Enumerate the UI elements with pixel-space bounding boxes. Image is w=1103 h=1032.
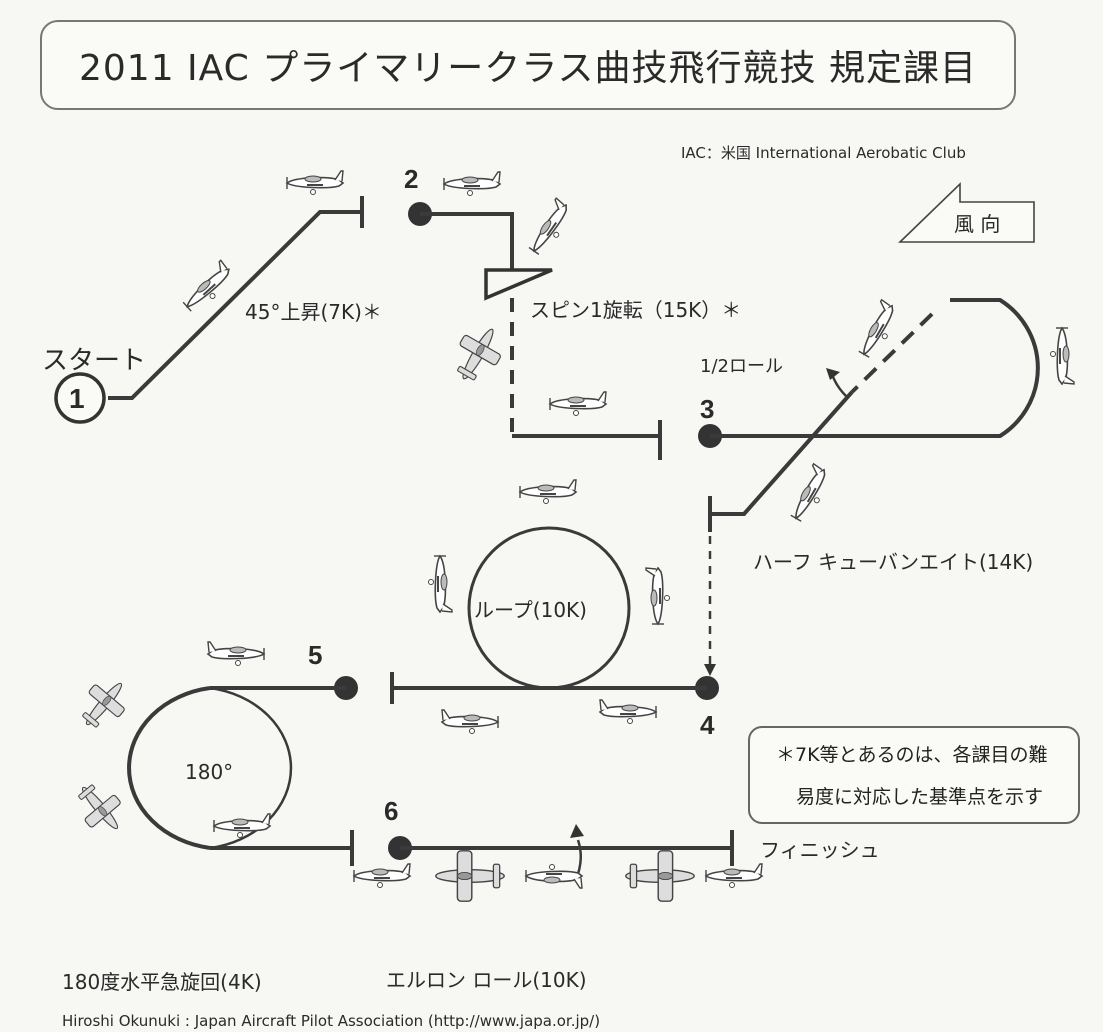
airplane-icon <box>523 197 577 259</box>
airplane-icon <box>67 774 133 842</box>
airplane-icon <box>645 567 671 625</box>
footnote-line-1: ＊7K等とあるのは、各課目の難 <box>776 744 1048 766</box>
wind-direction-icon <box>898 182 1035 243</box>
airplane-icon <box>178 259 238 317</box>
iac-note: IAC：米国 International Aerobatic Club <box>681 144 966 162</box>
airplane-icon <box>213 813 271 839</box>
airplane-icon <box>441 709 499 735</box>
spin-airplane-icon <box>444 318 512 390</box>
number-2: 2 <box>404 164 419 194</box>
airplane-inverted-icon <box>525 863 583 889</box>
spin-triangle <box>484 268 553 301</box>
climb-path <box>108 210 362 400</box>
turn-label: 180度水平急旋回(4K) <box>62 970 262 994</box>
number-5: 5 <box>308 640 323 670</box>
turn-angle-label: 180° <box>185 760 234 784</box>
aileron-roll-label: エルロン ロール(10K) <box>386 968 587 992</box>
turn-arc-path <box>127 686 211 850</box>
cuban-roll-path <box>850 312 934 394</box>
airplane-top-icon <box>435 850 505 902</box>
airplane-icon <box>427 555 453 613</box>
credit: Hiroshi Okunuki : Japan Aircraft Pilot A… <box>62 1012 601 1030</box>
footnote-line-2: 易度に対応した基準点を示す <box>796 786 1044 808</box>
half-roll-arrowhead <box>826 368 840 380</box>
spin-entry-path <box>420 212 514 270</box>
cuban-loop-path <box>710 298 1040 438</box>
half-cuban-label: ハーフ キューバンエイト(14K) <box>753 550 1034 574</box>
airplane-icon <box>599 699 657 725</box>
number-1: 1 <box>69 383 85 414</box>
wind-label: 風 向 <box>954 212 1001 236</box>
number-4: 4 <box>700 710 715 740</box>
spin-label: スピン1旋転（15K）＊ <box>530 298 742 322</box>
half-roll-label: 1/2ロール <box>700 356 783 377</box>
page-title: 2011 IAC プライマリークラス曲技飛行競技 規定課目 <box>79 48 977 89</box>
airplane-icon <box>549 391 607 417</box>
cuban-descent-path <box>710 390 854 516</box>
loop-label: ループ(10K) <box>474 598 587 622</box>
airplane-icon <box>1049 327 1075 385</box>
title-box: 2011 IAC プライマリークラス曲技飛行競技 規定課目 <box>40 20 1016 110</box>
finish-label: フィニッシュ <box>760 838 880 862</box>
roll-arrowhead <box>570 824 584 838</box>
climb-label: 45°上昇(7K)＊ <box>245 300 382 324</box>
start-circle <box>54 372 106 424</box>
airplane-icon <box>353 863 411 889</box>
airplane-icon <box>784 462 835 525</box>
airplane-top-icon <box>625 850 695 902</box>
number-6: 6 <box>384 796 399 826</box>
airplane-icon <box>443 171 501 197</box>
number-3: 3 <box>700 394 715 424</box>
half-roll-arrow <box>830 373 847 397</box>
airplane-icon <box>71 670 137 738</box>
airplane-icon <box>207 641 265 667</box>
drop-arrowhead <box>704 664 716 676</box>
airplane-icon <box>705 863 763 889</box>
airplane-icon <box>519 479 577 505</box>
airplane-icon <box>286 170 344 196</box>
footnote-box: ＊7K等とあるのは、各課目の難 易度に対応した基準点を示す <box>748 726 1080 824</box>
turn-arc-ref <box>209 686 293 850</box>
start-label: スタート <box>42 346 147 376</box>
